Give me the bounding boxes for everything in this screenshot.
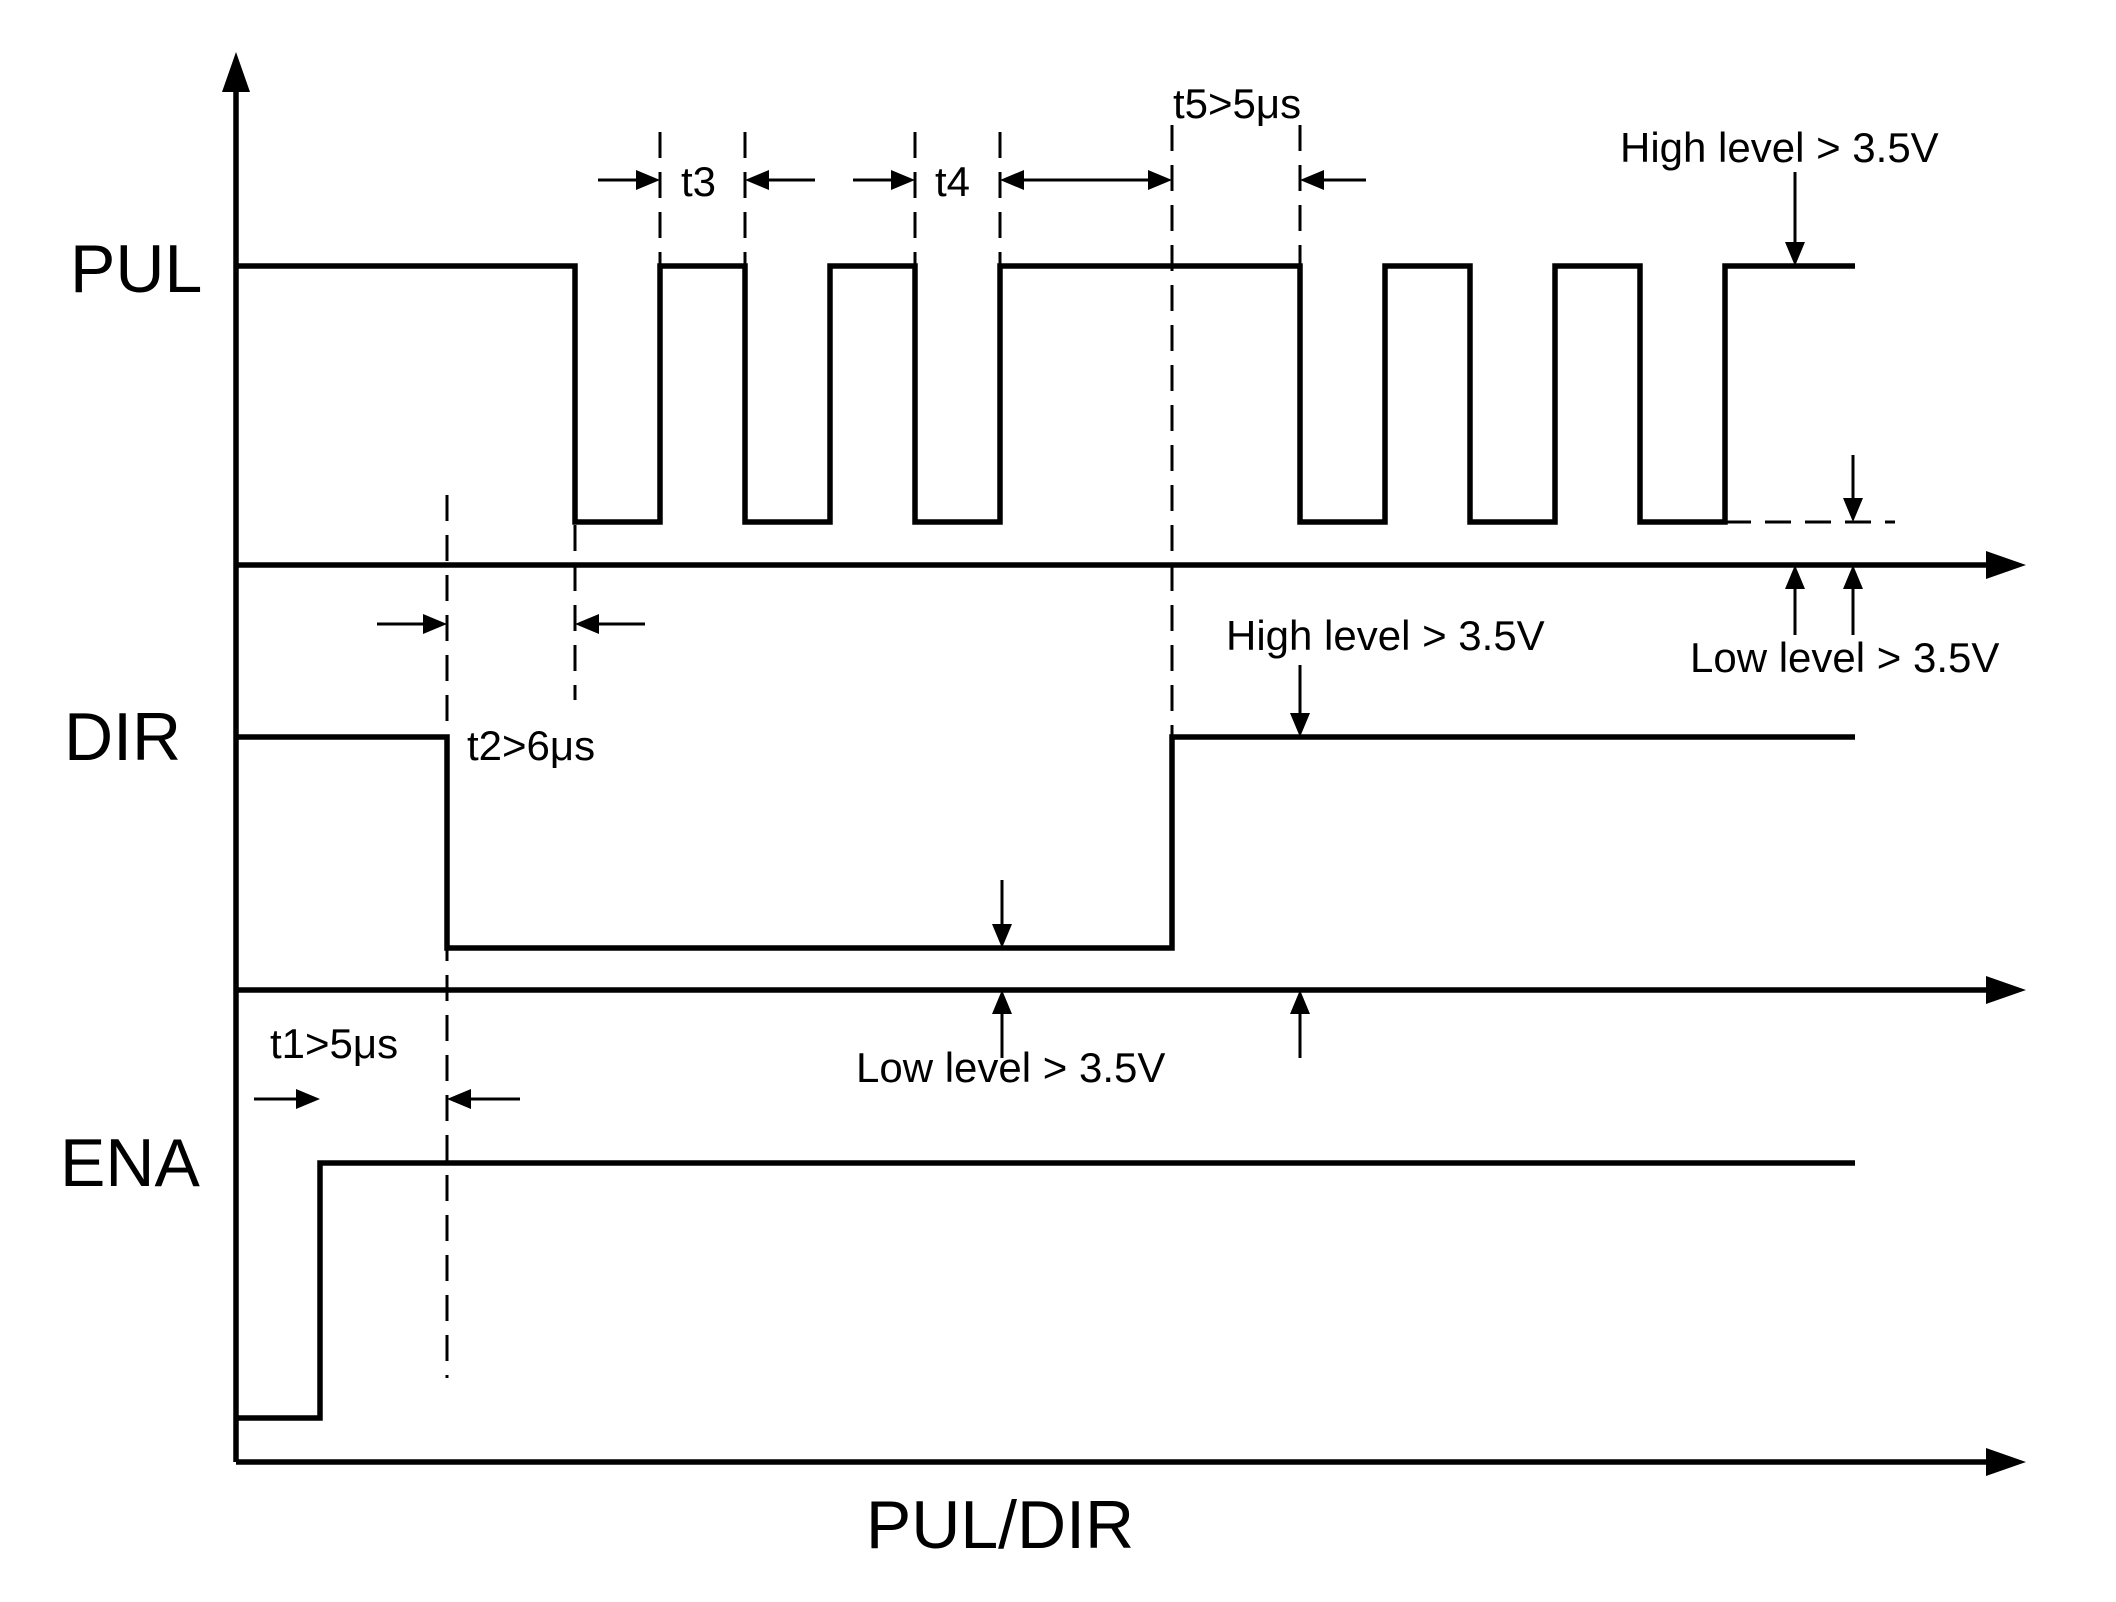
dir-high-level-label: High level > 3.5V	[1226, 612, 1545, 659]
dir-low-arrows	[992, 880, 1310, 1058]
ena-label: ENA	[60, 1125, 200, 1201]
t5-arrows	[1070, 170, 1366, 190]
pul-high-level-label: High level > 3.5V	[1620, 124, 1939, 171]
signal-labels: PUL DIR ENA	[60, 231, 202, 1201]
annotations: t3 t4 t5>5μs High level > 3.5V Low level…	[270, 80, 1999, 1091]
pul-axis-arrowhead	[1986, 551, 2026, 579]
ena-waveform	[236, 1160, 1855, 1421]
t2-arrows	[377, 614, 645, 634]
dir-axis-arrowhead	[1986, 976, 2026, 1004]
dir-low-level-label: Low level > 3.5V	[856, 1044, 1165, 1091]
t5-label: t5>5μs	[1173, 80, 1301, 127]
x-axis-label: PUL/DIR	[866, 1487, 1134, 1563]
timing-markers	[445, 125, 1302, 1378]
t1-arrows	[254, 1089, 520, 1109]
axes	[222, 52, 2026, 1476]
t3-label: t3	[681, 158, 716, 205]
t4-arrows	[853, 170, 1070, 190]
pul-label: PUL	[70, 231, 202, 307]
dimension-arrows	[254, 170, 1863, 1109]
waveforms	[236, 263, 1895, 1421]
pul-high-arrow	[1785, 172, 1805, 266]
pul-waveform	[236, 263, 1855, 525]
t1-label: t1>5μs	[270, 1020, 398, 1067]
t3-arrows	[598, 170, 815, 190]
dir-high-arrow	[1290, 665, 1310, 737]
t4-label: t4	[935, 158, 970, 205]
pul-low-arrows	[1785, 455, 1863, 635]
pul-low-level-label: Low level > 3.5V	[1690, 634, 1999, 681]
dir-waveform	[236, 734, 1855, 951]
t2-label: t2>6μs	[467, 722, 595, 769]
dir-label: DIR	[64, 699, 181, 775]
x-axis-arrowhead	[1986, 1448, 2026, 1476]
y-axis-arrowhead	[222, 52, 250, 92]
